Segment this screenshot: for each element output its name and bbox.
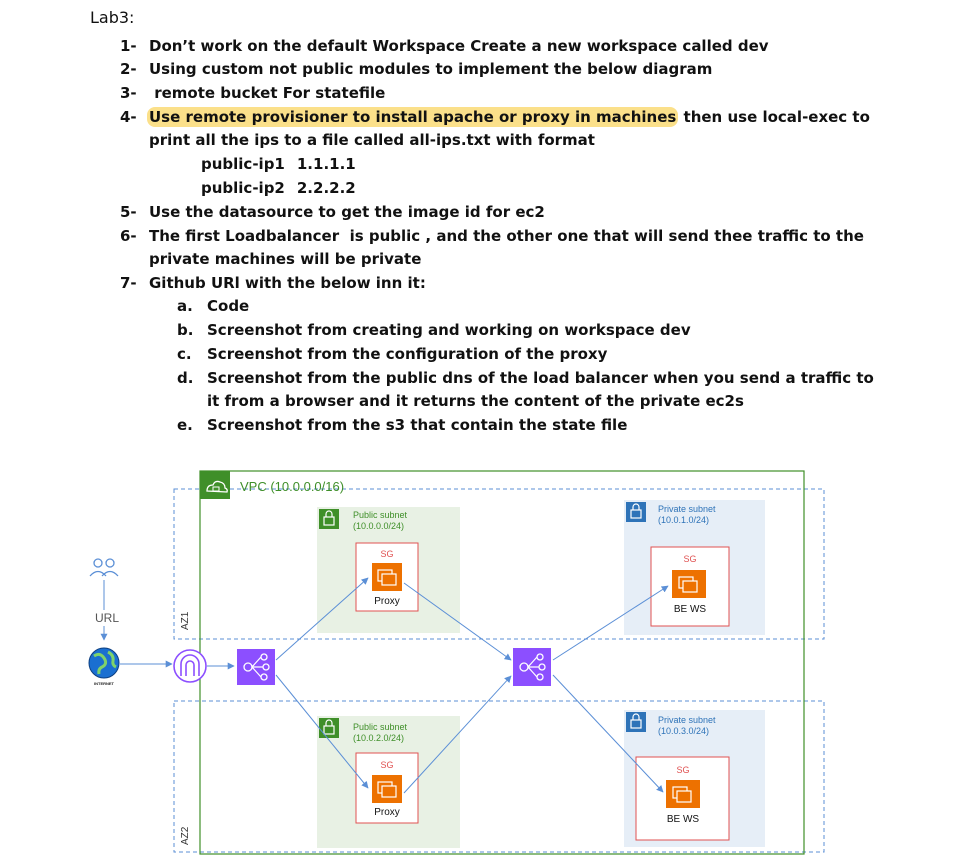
task-text: The first Loadbalancer is public , and t…	[149, 227, 864, 245]
task-number: 4-	[120, 108, 137, 126]
az1-region	[173, 488, 825, 640]
sg-label: SG	[380, 549, 393, 559]
task-number: 2-	[120, 60, 137, 78]
public-subnet-2-cidr: (10.0.2.0/24)	[353, 733, 404, 743]
lock-icon-bg	[319, 509, 339, 529]
private-subnet-1-name: Private subnet	[658, 504, 716, 514]
task-text: remote bucket For statefile	[149, 84, 386, 102]
sg-bews-1: SG BE WS	[650, 546, 730, 627]
sub-item-b: b. Screenshot from creating and working …	[177, 321, 691, 339]
lab-title: Lab3:	[90, 8, 135, 27]
task-number: 7-	[120, 274, 137, 292]
public-load-balancer-icon	[237, 649, 275, 685]
sub-item-c: c. Screenshot from the configuration of …	[177, 345, 607, 363]
lb-to-proxy1-arrow	[275, 577, 369, 661]
public-subnet-1-name: Public subnet	[353, 510, 408, 520]
sub-text: Code	[207, 297, 250, 315]
lock-icon	[323, 719, 335, 735]
ip-example-2: public-ip2 2.2.2.2	[201, 179, 356, 197]
sg-label: SG	[676, 765, 689, 775]
sub-letter: a.	[177, 297, 193, 315]
highlighted-text: Use remote provisioner to install apache…	[147, 107, 679, 127]
sub-item-e: e. Screenshot from the s3 that contain t…	[177, 416, 627, 434]
sub-letter: c.	[177, 345, 192, 363]
ip-value: 2.2.2.2	[296, 179, 356, 197]
proxy1-to-lb-arrow	[403, 582, 512, 661]
task-text: Use the datasource to get the image id f…	[149, 203, 545, 221]
lock-icon-bg	[626, 502, 646, 522]
sub-text: Screenshot from the configuration of the…	[207, 345, 608, 363]
lock-icon	[630, 713, 642, 729]
architecture-diagram: VPC (10.0.0.0/16) AZ1 AZ2 Public subnet …	[88, 470, 825, 855]
task-number: 5-	[120, 203, 137, 221]
sub-text: Screenshot from the public dns of the lo…	[207, 369, 874, 387]
proxy-label: Proxy	[374, 807, 400, 818]
internet-gateway-icon	[173, 649, 207, 683]
private-subnet-2-cidr: (10.0.3.0/24)	[658, 726, 709, 736]
ip-name: public-ip2	[201, 179, 285, 197]
sub-item-d-cont: it from a browser and it returns the con…	[207, 392, 744, 410]
url-label: URL	[95, 611, 119, 625]
vpc-label: VPC (10.0.0.0/16)	[240, 479, 344, 494]
public-subnet-1-cidr: (10.0.0.0/24)	[353, 521, 404, 531]
proxy-label: Proxy	[374, 596, 400, 607]
sub-letter: e.	[177, 416, 193, 434]
lb-to-bews1-arrow	[552, 585, 669, 661]
task-text: Don’t work on the default Workspace Crea…	[149, 37, 769, 55]
vpc-icon-bg	[200, 471, 230, 499]
sub-item-a: a. Code	[177, 297, 249, 315]
sub-text: Screenshot from creating and working on …	[207, 321, 691, 339]
bews-label: BE WS	[667, 814, 700, 825]
lb-to-proxy2-arrow	[275, 674, 369, 789]
az2-label: AZ2	[180, 826, 191, 845]
lock-icon-bg	[626, 712, 646, 732]
sub-item-d: d. Screenshot from the public dns of the…	[177, 369, 874, 387]
bews-label: BE WS	[674, 604, 707, 615]
sg-proxy-1: SG Proxy	[355, 542, 419, 612]
sg-bews-2: SG BE WS	[635, 756, 730, 841]
internet-globe-icon	[88, 647, 120, 679]
private-subnet-1-cidr: (10.0.1.0/24)	[658, 515, 709, 525]
lock-icon	[323, 510, 335, 526]
public-subnet-2-name: Public subnet	[353, 722, 408, 732]
sub-letter: b.	[177, 321, 194, 339]
task-text: then use local-exec to	[678, 108, 870, 126]
task-number: 6-	[120, 227, 137, 245]
sg-label: SG	[380, 760, 393, 770]
az2-region	[173, 700, 825, 853]
proxy2-to-lb-arrow	[403, 675, 512, 794]
users-icon	[89, 558, 119, 577]
task-number: 3-	[120, 84, 137, 102]
task-item-6-cont: private machines will be private	[149, 250, 422, 268]
cloud-icon	[206, 480, 228, 493]
task-text: Github URl with the below inn it:	[149, 274, 426, 292]
task-text: Using custom not public modules to imple…	[149, 60, 713, 78]
lock-icon-bg	[319, 718, 339, 738]
internet-label: INTERNET	[94, 681, 115, 686]
lock-icon	[630, 503, 642, 519]
ip-name: public-ip1	[201, 155, 285, 173]
sub-text: Screenshot from the s3 that contain the …	[207, 416, 628, 434]
private-subnet-2-name: Private subnet	[658, 715, 716, 725]
az1-label: AZ1	[180, 611, 191, 630]
sg-label: SG	[683, 554, 696, 564]
task-item-4-cont: print all the ips to a file called all-i…	[149, 131, 595, 149]
ip-example-1: public-ip1 1.1.1.1	[201, 155, 356, 173]
task-number: 1-	[120, 37, 137, 55]
internal-load-balancer-icon	[513, 648, 551, 686]
sub-letter: d.	[177, 369, 194, 387]
ip-value: 1.1.1.1	[296, 155, 356, 173]
lb-to-bews2-arrow	[552, 674, 664, 793]
url-label-bg	[90, 610, 124, 626]
